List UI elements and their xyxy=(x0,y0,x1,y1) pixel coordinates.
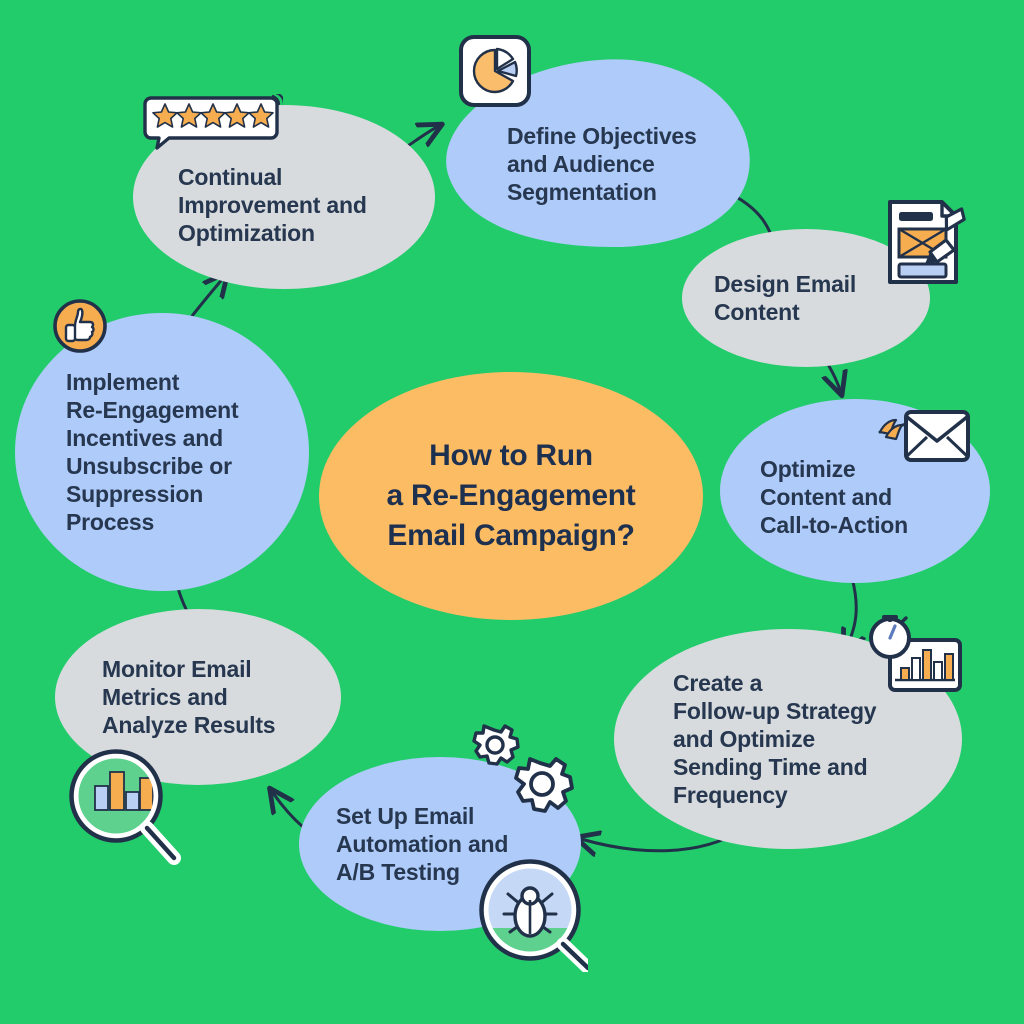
magnifier-bar-chart-icon xyxy=(60,748,190,878)
page-title: How to Run a Re-Engagement Email Campaig… xyxy=(386,439,636,552)
node-blob-shape xyxy=(55,609,341,785)
node-label: Define Objectives and Audience Segmentat… xyxy=(507,122,697,206)
node-blob-shape xyxy=(446,59,750,248)
node-define-objectives[interactable]: Define Objectives and Audience Segmentat… xyxy=(441,58,753,248)
center-node: How to Run a Re-Engagement Email Campaig… xyxy=(318,371,704,621)
node-blob-shape xyxy=(682,229,930,367)
stopwatch-chart-icon xyxy=(864,614,964,701)
thumbs-up-icon xyxy=(52,298,108,359)
five-star-rating-icon xyxy=(143,91,286,157)
center-ellipse xyxy=(319,372,703,620)
pie-chart-icon xyxy=(458,34,532,113)
node-blob-shape xyxy=(15,313,309,591)
node-label: Continual Improvement and Optimization xyxy=(178,163,367,247)
node-design-email-content[interactable]: Design Email Content xyxy=(681,228,931,368)
node-label: Create a Follow-up Strategy and Optimize… xyxy=(673,669,877,809)
node-label: Set Up Email Automation and A/B Testing xyxy=(336,802,509,886)
node-blob-shape xyxy=(614,629,962,849)
node-followup-strategy[interactable]: Create a Follow-up Strategy and Optimize… xyxy=(613,628,963,850)
node-label: Optimize Content and Call-to-Action xyxy=(760,455,908,539)
node-implement-incentives[interactable]: Implement Re-Engagement Incentives and U… xyxy=(14,312,310,592)
node-label: Implement Re-Engagement Incentives and U… xyxy=(66,368,239,536)
node-label: Monitor Email Metrics and Analyze Result… xyxy=(102,655,276,739)
node-label: Design Email Content xyxy=(714,270,857,325)
gears-bug-magnifier-icon xyxy=(458,720,595,977)
envelope-arrow-icon xyxy=(876,404,972,477)
node-monitor-metrics[interactable]: Monitor Email Metrics and Analyze Result… xyxy=(54,608,342,786)
node-blob-shape xyxy=(133,105,435,289)
node-continual-improvement[interactable]: Continual Improvement and Optimization xyxy=(132,104,436,290)
document-pencil-icon xyxy=(884,196,966,293)
